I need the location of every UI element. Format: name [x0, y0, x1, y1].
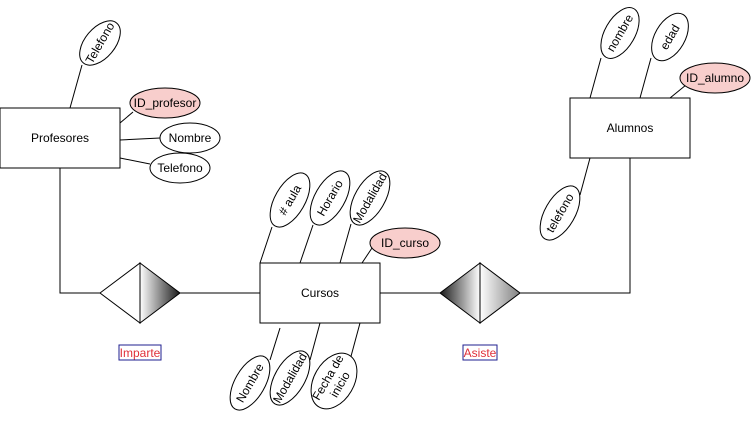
attr-profesores-telefono-top[interactable]: Telefono	[72, 13, 128, 72]
attr-profesores-nombre-label: Nombre	[169, 131, 212, 145]
attr-cursos-fecha-inicio[interactable]: Fecha de inicio	[302, 345, 367, 417]
relation-imparte-label: Imparte	[120, 346, 161, 360]
entity-cursos[interactable]: Cursos	[259, 262, 381, 324]
entity-profesores[interactable]: Profesores	[0, 107, 121, 169]
attr-profesores-id[interactable]: ID_profesor	[129, 87, 201, 119]
entity-alumnos[interactable]: Alumnos	[569, 97, 691, 159]
connector-lines	[59, 57, 687, 361]
attr-cursos-aula[interactable]: # aula	[262, 167, 318, 234]
attr-cursos-id-label: ID_curso	[381, 236, 429, 250]
attr-profesores-telefono[interactable]: Telefono	[149, 152, 211, 184]
attr-profesores-id-label: ID_profesor	[134, 96, 197, 110]
attr-alumnos-id[interactable]: ID_alumno	[679, 62, 751, 94]
attr-profesores-nombre[interactable]: Nombre	[159, 122, 221, 154]
relation-asiste-label-box: Asiste	[462, 344, 498, 361]
attr-cursos-nombre[interactable]: Nombre	[222, 350, 278, 417]
attr-alumnos-nombre[interactable]: nombre	[593, 1, 647, 64]
entity-profesores-label: Profesores	[31, 131, 89, 145]
attr-profesores-telefono-label: Telefono	[157, 161, 203, 175]
entity-alumnos-label: Alumnos	[607, 121, 654, 135]
attr-alumnos-id-label: ID_alumno	[686, 71, 744, 85]
attr-cursos-modalidad-bottom[interactable]: Modalidad	[262, 345, 318, 412]
relation-imparte[interactable]	[99, 262, 181, 324]
attr-alumnos-telefono[interactable]: telefono	[532, 180, 588, 247]
attr-cursos-modalidad-top[interactable]: Modalidad	[342, 165, 398, 232]
attr-alumnos-edad[interactable]: edad	[644, 7, 696, 67]
attr-cursos-id[interactable]: ID_curso	[369, 227, 441, 259]
relation-imparte-label-box: Imparte	[118, 344, 162, 361]
entity-cursos-label: Cursos	[301, 286, 339, 300]
relation-asiste-label: Asiste	[464, 346, 497, 360]
relation-asiste[interactable]	[439, 262, 521, 324]
attr-cursos-horario[interactable]: Horario	[302, 165, 358, 232]
